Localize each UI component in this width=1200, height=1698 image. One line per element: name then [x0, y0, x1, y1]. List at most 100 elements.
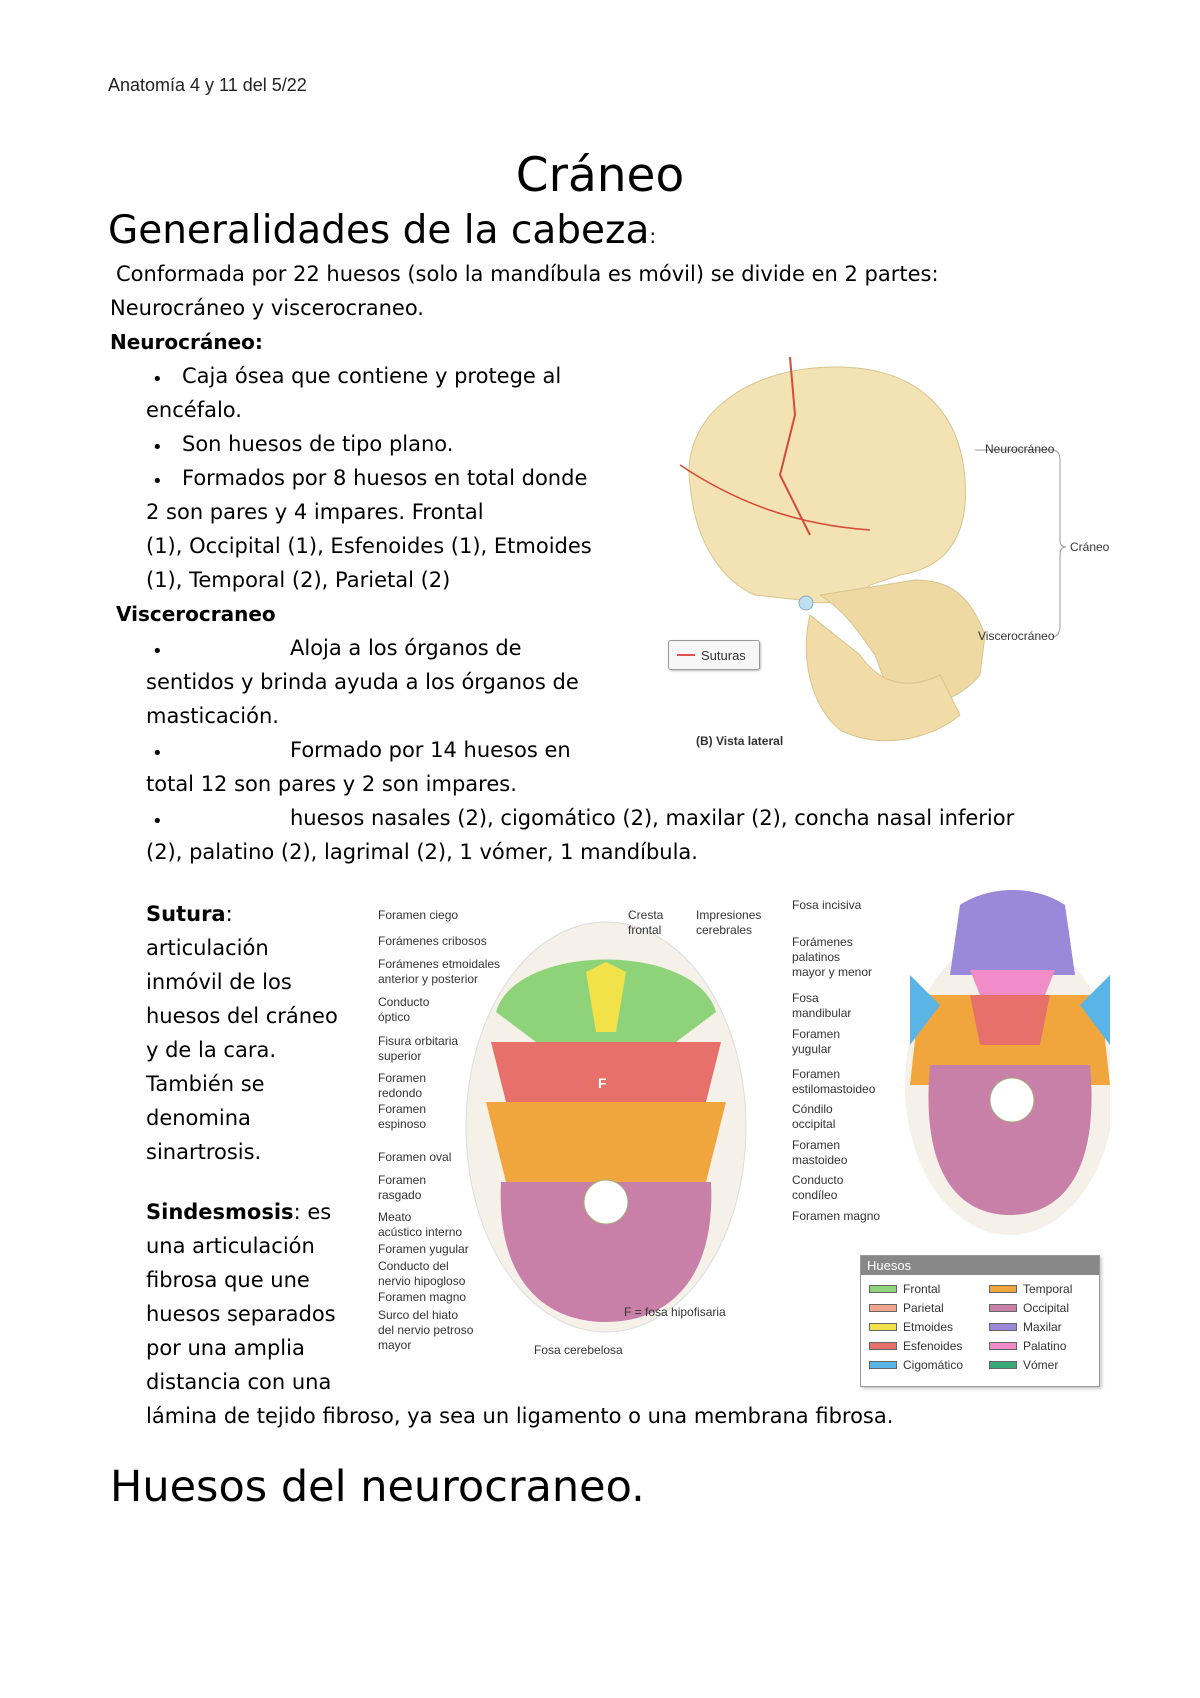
viscero-line: total 12 son pares y 2 son impares. — [146, 772, 517, 796]
inferior-label: condíleo — [792, 1188, 838, 1202]
legend-item: Esfenoides — [869, 1339, 962, 1353]
base-label: Foramen yugular — [378, 1242, 469, 1256]
label-cresta: Cresta — [628, 908, 664, 922]
neuro-label-colon: : — [254, 330, 263, 354]
legend-swatch — [869, 1342, 897, 1350]
neuro-line: Son huesos de tipo plano. — [182, 432, 454, 456]
sutura-label: Sutura: — [146, 902, 233, 926]
legend-label: Palatino — [1023, 1339, 1067, 1353]
inferior-label: palatinos — [792, 950, 840, 964]
neuro-line: (1), Occipital (1), Esfenoides (1), Etmo… — [146, 534, 592, 558]
viscero-line: huesos nasales (2), cigomático (2), maxi… — [290, 806, 1015, 830]
viscero-line: masticación. — [146, 704, 279, 728]
neuro-label: Neurocráneo: — [110, 330, 263, 354]
sutura-line: sinartrosis. — [146, 1140, 262, 1164]
legend-item: Palatino — [989, 1339, 1066, 1353]
sutura-line: También se — [146, 1072, 265, 1096]
neuro-line: (1), Temporal (2), Parietal (2) — [146, 568, 451, 592]
inferior-label: estilomastoideo — [792, 1082, 876, 1096]
legend-label: Temporal — [1023, 1282, 1073, 1296]
inferior-label: Conducto — [792, 1173, 844, 1187]
base-label: Forámenes cribosos — [378, 934, 487, 948]
section-heading-generalidades: Generalidades de la cabeza: — [108, 208, 656, 253]
bullet-icon: • — [152, 743, 163, 764]
base-label: Fisura orbitaria — [378, 1034, 458, 1048]
sindesmosis-label: Sindesmosis: es — [146, 1200, 331, 1224]
sindesmosis-line: fibrosa que une — [146, 1268, 310, 1292]
base-label: óptico — [378, 1010, 410, 1024]
page-title: Cráneo — [515, 148, 685, 203]
inferior-label: Fosa — [792, 991, 819, 1005]
inferior-label: Foramen — [792, 1138, 840, 1152]
label-neurocraneo: Neurocráneo — [985, 442, 1055, 456]
base-label: Conducto — [378, 995, 430, 1009]
inferior-label: Foramen magno — [792, 1209, 880, 1223]
base-label: Foramen — [378, 1071, 426, 1085]
skull-lateral-figure: Neurocráneo Cráneo Viscerocráneo (B) Vis… — [679, 356, 1110, 748]
suturas-legend: Suturas — [668, 640, 760, 670]
sutura-line: y de la cara. — [146, 1038, 276, 1062]
sindesmosis-line: por una amplia — [146, 1336, 305, 1360]
legend-label: Cigomático — [903, 1358, 964, 1372]
heading-text: Generalidades de la cabeza — [108, 208, 650, 253]
page-header: Anatomía 4 y 11 del 5/22 — [108, 75, 307, 95]
bullet-icon: • — [152, 437, 163, 458]
legend-label: Occipital — [1023, 1301, 1070, 1315]
base-label: del nervio petroso — [378, 1323, 474, 1337]
sutura-line: inmóvil de los — [146, 970, 292, 994]
sutura-label-text: Sutura — [146, 902, 226, 926]
legend-label: Maxilar — [1023, 1320, 1062, 1334]
legend-swatch — [989, 1304, 1017, 1312]
inferior-label: Fosa incisiva — [792, 898, 862, 912]
neuro-line: Caja ósea que contiene y protege al — [182, 364, 562, 388]
legend-item: Etmoides — [869, 1320, 953, 1334]
viscero-line: Formado por 14 huesos en — [290, 738, 571, 762]
sindesmosis-line: una articulación — [146, 1234, 315, 1258]
bullet-icon: • — [152, 369, 163, 390]
heading-colon: : — [649, 224, 657, 248]
viscero-label: Viscerocraneo — [116, 602, 276, 626]
viscero-line: sentidos y brinda ayuda a los órganos de — [146, 670, 579, 694]
neuro-label-text: Neurocráneo — [110, 330, 255, 354]
sindesmosis-first: : es — [293, 1200, 332, 1224]
label-cerebrales: cerebrales — [696, 923, 752, 937]
base-label: espinoso — [378, 1117, 426, 1131]
section-heading-huesos: Huesos del neurocraneo. — [110, 1462, 645, 1512]
legend-item: Occipital — [989, 1301, 1069, 1315]
legend-title: Huesos — [861, 1256, 1099, 1275]
base-label: Foramen oval — [378, 1150, 451, 1164]
legend-swatch — [989, 1323, 1017, 1331]
legend-item: Maxilar — [989, 1320, 1062, 1334]
legend-label: Parietal — [903, 1301, 944, 1315]
sindesmosis-line: lámina de tejido fibroso, ya sea un liga… — [146, 1404, 894, 1428]
base-label: Foramen — [378, 1102, 426, 1116]
intro-line-2: Neurocráneo y viscerocraneo. — [110, 296, 424, 320]
label-craneo: Cráneo — [1070, 540, 1110, 554]
base-label: superior — [378, 1049, 421, 1063]
base-label: Foramen magno — [378, 1290, 466, 1304]
legend-swatch — [989, 1285, 1017, 1293]
legend-item: Temporal — [989, 1282, 1072, 1296]
label-viscerocraneo: Viscerocráneo — [978, 629, 1055, 643]
base-label: Surco del hiato — [378, 1308, 458, 1322]
base-label: acústico interno — [378, 1225, 462, 1239]
legend-item: Cigomático — [869, 1358, 963, 1372]
sutura-line: articulación — [146, 936, 269, 960]
viscero-line: Aloja a los órganos de — [290, 636, 522, 660]
label-frontal: frontal — [628, 923, 661, 937]
inferior-label: mayor y menor — [792, 965, 872, 979]
legend-swatch — [989, 1361, 1017, 1369]
label-impresiones: Impresiones — [696, 908, 761, 922]
legend-swatch — [869, 1361, 897, 1369]
base-label: nervio hipogloso — [378, 1274, 466, 1288]
legend-label: Esfenoides — [903, 1339, 963, 1353]
intro-line-1: Conformada por 22 huesos (solo la mandíb… — [116, 262, 939, 286]
neuro-line: 2 son pares y 4 impares. Frontal — [146, 500, 484, 524]
base-label: anterior y posterior — [378, 972, 478, 986]
legend-label: Frontal — [903, 1282, 941, 1296]
inferior-label: yugular — [792, 1042, 831, 1056]
legend-label: Vómer — [1023, 1358, 1059, 1372]
